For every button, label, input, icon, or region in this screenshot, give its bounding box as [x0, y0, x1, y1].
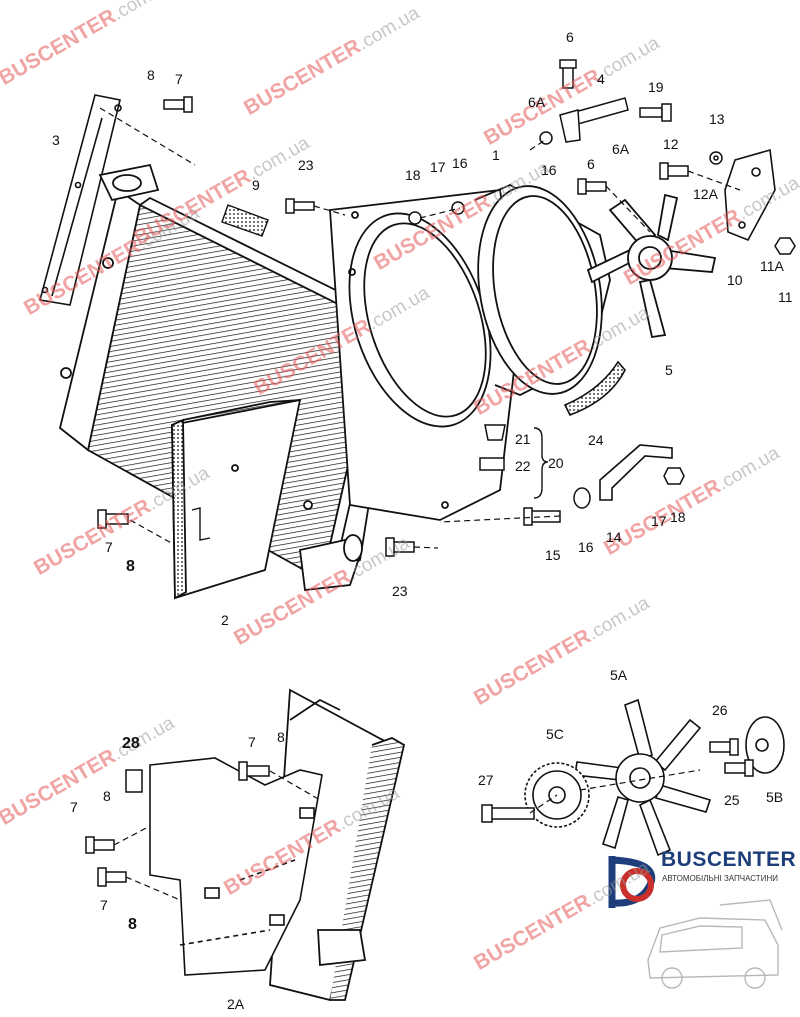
part-label: 24	[588, 432, 604, 448]
bolt-6	[577, 178, 607, 195]
logo-name: BUSCENTER	[661, 848, 797, 871]
part-label: 16	[541, 162, 557, 178]
part-label: 12	[663, 136, 679, 152]
part-label: 13	[709, 111, 725, 127]
part-label: 19	[648, 79, 664, 95]
fan-5A	[574, 698, 712, 857]
part-label: 8	[103, 788, 111, 804]
bolt-7-left	[97, 509, 129, 529]
nut-11	[774, 237, 796, 255]
part-label: 26	[712, 702, 728, 718]
cooling-fan	[586, 193, 717, 339]
part-label: 16	[578, 539, 594, 555]
bolt-25	[724, 759, 754, 777]
part-label: 21	[515, 431, 531, 447]
nut-18-lower	[663, 467, 685, 485]
part-label: 8	[126, 558, 135, 575]
part-label: 1	[492, 147, 500, 163]
buscenter-logo: BUSCENTER АВТОМОБІЛЬНІ ЗАПЧАСТИНИ	[600, 838, 796, 908]
part-label: 23	[298, 157, 314, 173]
screw-21	[484, 424, 506, 441]
van-illustration	[647, 899, 783, 989]
part-label: 2	[221, 612, 229, 628]
part-label: 7	[248, 734, 256, 750]
radiator-lower-view	[269, 688, 406, 1002]
part-label: 4	[597, 71, 605, 87]
part-label: 5	[665, 362, 673, 378]
tensioner-part-4	[559, 97, 629, 143]
part-label: 6	[566, 29, 574, 45]
shroud-ring-segment	[563, 360, 626, 417]
side-bracket	[38, 94, 122, 306]
bolt-23-top	[285, 198, 315, 214]
bolt-27	[481, 804, 535, 823]
part-label: 28	[122, 735, 140, 752]
pulley-hub-5B	[745, 716, 785, 774]
part-label: 22	[515, 458, 531, 474]
part-label: 7	[100, 897, 108, 913]
bolt-23-lower	[385, 537, 415, 557]
logo-subtitle: АВТОМОБІЛЬНІ ЗАПЧАСТИНИ	[662, 874, 778, 883]
lower-guide-lines	[113, 770, 321, 901]
part-label: 7	[70, 799, 78, 815]
bolt-6-top	[559, 59, 577, 89]
part-label: 9	[252, 177, 260, 193]
washer-16-lower	[573, 487, 591, 509]
part-label: 5A	[610, 667, 628, 683]
bolt-7-top	[163, 96, 193, 113]
part-label: 2A	[227, 996, 245, 1012]
part-label: 5C	[546, 726, 564, 742]
part-label: 12A	[693, 186, 718, 202]
washer-13	[709, 151, 723, 165]
bracket-20-brace	[533, 427, 549, 499]
part-label: 23	[392, 583, 408, 599]
part-label: 20	[548, 455, 564, 471]
lower-bracket	[599, 444, 673, 501]
bolt-7-lower-a	[238, 761, 270, 781]
part-label: 8	[128, 916, 137, 933]
part-label: 18	[405, 167, 421, 183]
part-label: 8	[277, 729, 285, 745]
viscous-guide-lines	[529, 769, 701, 814]
part-label: 3	[52, 132, 60, 148]
bolt-19	[639, 103, 672, 122]
part-label: 17	[430, 159, 446, 175]
washer-16	[451, 201, 465, 215]
part-label: 25	[724, 792, 740, 808]
foam-strip-9	[221, 204, 269, 237]
bolt-12	[659, 162, 689, 180]
cover-plate	[171, 398, 302, 600]
clip-nut-22	[479, 457, 505, 471]
part-label: 8	[147, 67, 155, 83]
bolt-26	[709, 738, 739, 756]
part-label: 5B	[766, 789, 784, 805]
part-label: 16	[452, 155, 468, 171]
part-label: 10	[727, 272, 743, 288]
part-label: 11A	[760, 258, 784, 274]
part-label: 27	[478, 772, 494, 788]
assembly-guide-lines	[99, 107, 741, 549]
part-label: 6A	[612, 141, 630, 157]
part-label: 6	[587, 156, 595, 172]
part-label: 6A	[528, 94, 546, 110]
nut-18	[408, 211, 422, 225]
part-label: 14	[606, 529, 622, 545]
part-label: 15	[545, 547, 561, 563]
part-label: 18	[670, 509, 686, 525]
fan-mount-bracket	[724, 148, 776, 242]
brand-logo-mark	[608, 856, 656, 908]
part-label: 17	[651, 513, 667, 529]
clip-28	[125, 769, 143, 793]
part-label: 7	[105, 539, 113, 555]
part-label: 7	[175, 71, 183, 87]
bolt-7-lower-c	[97, 867, 127, 887]
fan-shroud	[329, 183, 611, 521]
bolt-7-lower-b	[85, 836, 115, 854]
part-label: 11	[778, 289, 793, 305]
